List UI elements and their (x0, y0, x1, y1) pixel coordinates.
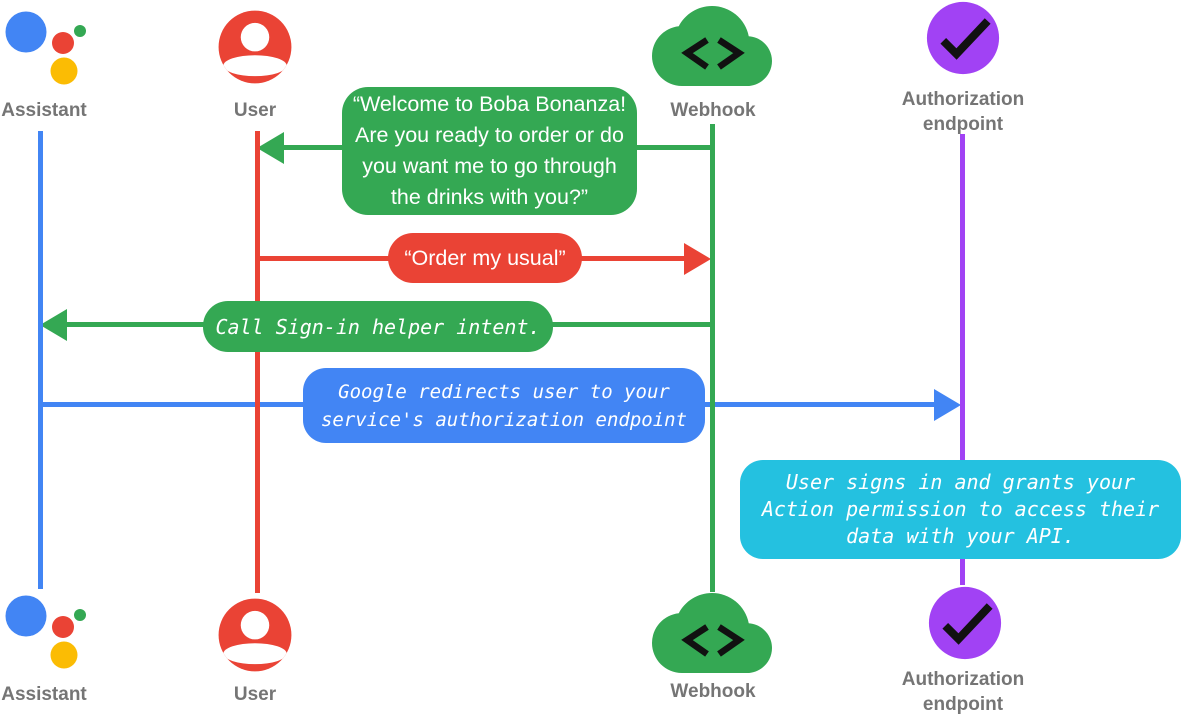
order-arrowhead-icon (684, 243, 711, 275)
redirect-arrowhead-icon (934, 389, 961, 421)
redirect-line-2: service's authorization endpoint (320, 408, 688, 431)
welcome-line-3: you want me to go through (362, 154, 617, 178)
signin-arrowhead-icon (40, 309, 67, 341)
welcome-message-box: “Welcome to Boba Bonanza! Are you ready … (342, 87, 637, 215)
welcome-line-1: “Welcome to Boba Bonanza! (352, 92, 627, 116)
assistant-label: Assistant (1, 100, 87, 121)
order-usual-line-1: “Order my usual” (404, 245, 566, 270)
authorization-endpoint-label-line-2: endpoint (922, 114, 1004, 135)
google-assistant-icon (5, 11, 86, 85)
sign-in-helper-message-box: Call Sign-in helper intent. (203, 301, 553, 352)
sign-in-helper-line-1: Call Sign-in helper intent. (215, 314, 541, 339)
webhook-icon (652, 5, 772, 86)
authorization-endpoint-label-line-1: Authorization (901, 669, 1025, 690)
authorization-endpoint-icon (926, 1, 1000, 75)
auth-endpoint-lifeline (960, 134, 965, 585)
authorization-endpoint-icon (928, 586, 1002, 660)
order-usual-message-box: “Order my usual” (388, 233, 582, 283)
redirect-line-1: Google redirects user to your (338, 380, 670, 403)
user-label: User (233, 100, 277, 121)
user-lifeline (255, 131, 260, 593)
user-icon (218, 10, 292, 84)
welcome-line-2: Are you ready to order or do (355, 123, 624, 147)
webhook-label: Webhook (670, 100, 756, 121)
user-grants-line-1: User signs in and grants your (785, 470, 1136, 494)
google-assistant-icon (5, 595, 86, 669)
authorization-endpoint-label-line-2: endpoint (922, 694, 1004, 715)
user-label: User (233, 684, 277, 705)
authorization-endpoint-label-line-1: Authorization (901, 89, 1025, 110)
user-grants-line-2: Action permission to access their (761, 497, 1160, 521)
webhook-label: Webhook (670, 681, 756, 702)
authorization-endpoint-label: Authorization endpoint (843, 667, 1083, 717)
user-icon (218, 598, 292, 672)
welcome-line-4: the drinks with you?” (390, 185, 589, 209)
user-grants-note-box: User signs in and grants your Action per… (740, 460, 1181, 559)
webhook-icon (652, 593, 772, 673)
redirect-message-box: Google redirects user to your service's … (303, 368, 705, 443)
webhook-lifeline (710, 124, 715, 592)
authorization-endpoint-label: Authorization endpoint (843, 87, 1083, 137)
user-grants-line-3: data with your API. (846, 524, 1075, 548)
assistant-lifeline (38, 131, 43, 589)
welcome-arrowhead-icon (257, 132, 284, 164)
assistant-label: Assistant (1, 684, 87, 705)
